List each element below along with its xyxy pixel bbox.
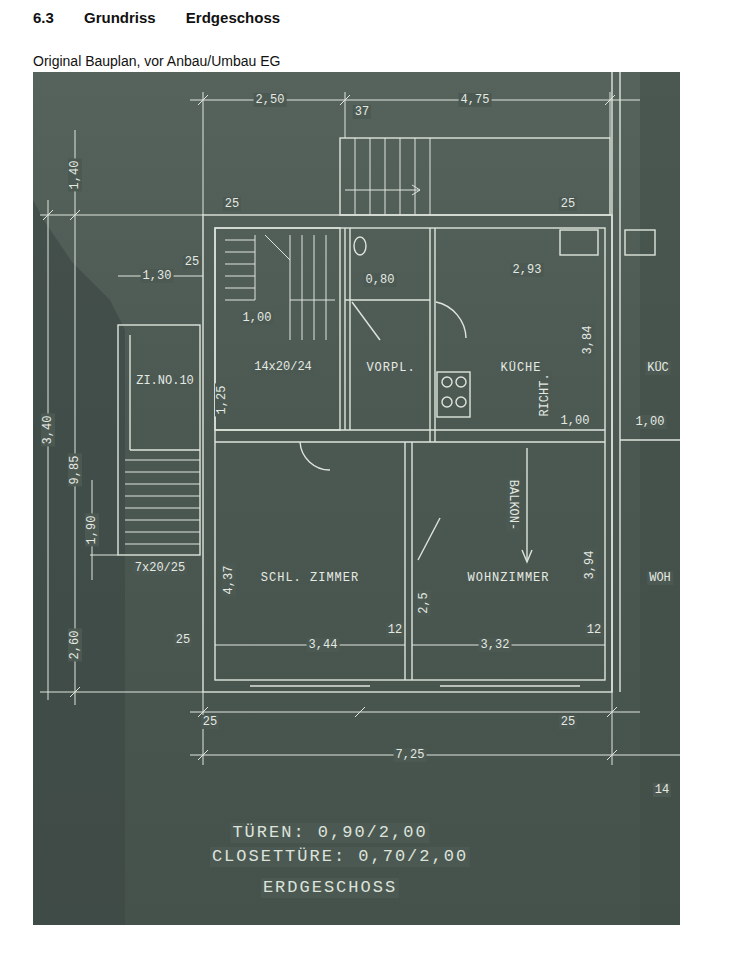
dimension-label: 7,25 xyxy=(394,748,427,762)
blueprint-photo xyxy=(33,72,680,925)
dimension-label: 1,00 xyxy=(559,414,592,428)
dimension-label: 37 xyxy=(353,105,371,119)
dimension-label: 2,5 xyxy=(417,590,431,616)
dimension-label: 7x20/25 xyxy=(133,561,187,575)
dimension-label: WOH xyxy=(647,571,673,585)
dimension-label: 0,80 xyxy=(364,273,397,287)
room-name: SCHL. ZIMMER xyxy=(261,571,359,585)
dimension-label: 25 xyxy=(183,255,201,269)
caption-text: Original Bauplan, vor Anbau/Umbau EG xyxy=(33,53,280,69)
dimension-label: RICHT. xyxy=(538,371,552,418)
dimension-label: ZI.NO.10 xyxy=(134,374,196,388)
dimension-label: 25 xyxy=(201,715,219,729)
dimension-label: BALKON- xyxy=(506,478,520,532)
dimension-label: 14x20/24 xyxy=(252,360,314,374)
dimension-label: 1,40 xyxy=(68,159,82,192)
note-text: TÜREN: 0,90/2,00 xyxy=(230,823,429,843)
dimension-label: 1,00 xyxy=(241,311,274,325)
dimension-label: 9,85 xyxy=(68,454,82,487)
dimension-label: 2,50 xyxy=(254,93,287,107)
dimension-label: KÜC xyxy=(645,361,671,375)
dimension-label: 1,90 xyxy=(85,514,99,547)
dimension-label: 25 xyxy=(174,633,192,647)
dimension-label: 12 xyxy=(585,623,603,637)
dimension-label: 4,37 xyxy=(222,564,236,597)
dimension-label: 4,75 xyxy=(459,93,492,107)
dimension-label: 25 xyxy=(559,715,577,729)
dimension-label: 12 xyxy=(386,623,404,637)
dimension-label: 3,40 xyxy=(41,414,55,447)
dimension-label: 3,94 xyxy=(583,549,597,582)
dimension-label: 25 xyxy=(559,197,577,211)
dimension-label: 3,44 xyxy=(307,638,340,652)
room-area: VORPL. xyxy=(352,302,430,430)
room-name: VORPL. xyxy=(366,361,415,375)
dimension-label: 1,00 xyxy=(634,415,667,429)
dimension-label: 3,32 xyxy=(479,638,512,652)
room-name: KÜCHE xyxy=(500,361,541,375)
dimension-label: 2,93 xyxy=(511,263,544,277)
dimension-label: 14 xyxy=(653,783,671,797)
dimension-label: 25 xyxy=(223,197,241,211)
room-name: WOHNZIMMER xyxy=(467,571,549,585)
dimension-label: 2,60 xyxy=(68,629,82,662)
room-area: KÜCHE xyxy=(437,230,605,430)
dimension-label: 1,25 xyxy=(215,384,229,417)
note-text: ERDGESCHOSS xyxy=(261,878,399,898)
note-text: CLOSETTÜRE: 0,70/2,00 xyxy=(210,847,470,867)
dimension-label: 1,30 xyxy=(141,269,174,283)
dimension-label: 3,84 xyxy=(581,324,595,357)
page-heading: 6.3 Grundriss Erdgeschoss xyxy=(33,9,280,26)
